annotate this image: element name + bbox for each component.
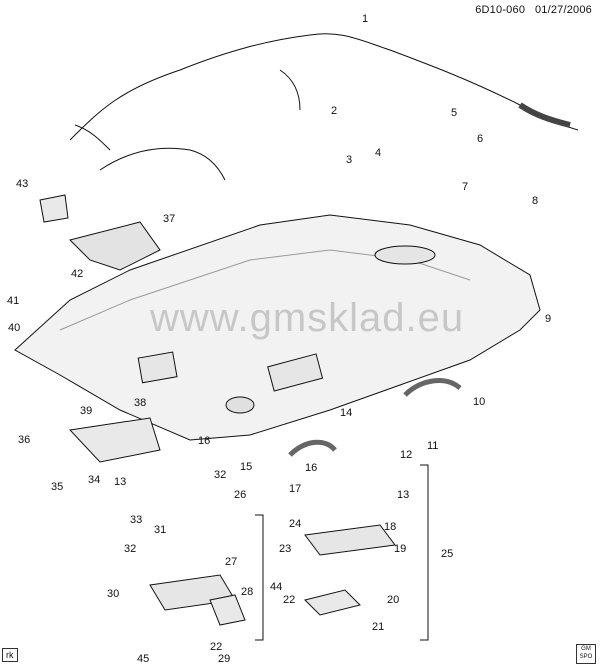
callout-36: 36 — [18, 434, 30, 446]
callout-42: 42 — [71, 268, 83, 280]
headliner-9 — [14, 214, 541, 441]
callout-27: 27 — [225, 556, 237, 568]
callout-31: 31 — [154, 524, 166, 536]
callout-7: 7 — [462, 181, 468, 193]
callout-19: 19 — [394, 543, 406, 555]
callout-32b: 32 — [124, 543, 136, 555]
callout-43: 43 — [16, 178, 28, 190]
callout-33: 33 — [130, 514, 142, 526]
callout-9: 9 — [545, 313, 551, 325]
doc-date: 01/27/2006 — [534, 4, 592, 16]
harness-branch-2 — [74, 124, 111, 151]
callout-2: 2 — [331, 105, 337, 117]
handle-14 — [288, 439, 337, 457]
callout-26: 26 — [234, 489, 246, 501]
callout-32a: 32 — [214, 469, 226, 481]
harness-1 — [69, 33, 579, 141]
callout-17: 17 — [289, 483, 301, 495]
callout-40: 40 — [8, 322, 20, 334]
callout-13b: 13 — [397, 489, 409, 501]
callout-35: 35 — [51, 481, 63, 493]
callout-14: 14 — [340, 407, 352, 419]
callout-4: 4 — [375, 147, 381, 159]
callout-16b: 16 — [305, 462, 317, 474]
handle-10 — [403, 378, 462, 397]
callout-11: 11 — [427, 440, 438, 452]
doc-code: 6D10-060 — [475, 4, 526, 16]
callout-22a: 22 — [283, 594, 295, 606]
callout-21: 21 — [372, 621, 384, 633]
callout-20: 20 — [387, 594, 399, 606]
callout-15: 15 — [240, 461, 252, 473]
callout-6: 6 — [477, 133, 483, 145]
callout-44: 44 — [270, 581, 282, 593]
callout-45: 45 — [137, 653, 149, 665]
callout-41: 41 — [7, 295, 19, 307]
diagram-header: 6D10-060 01/27/2006 — [475, 4, 592, 16]
lens-21 — [304, 589, 361, 616]
lens-28 — [209, 594, 246, 626]
callout-29: 29 — [218, 653, 230, 665]
console-18 — [304, 524, 396, 556]
callout-22b: 22 — [210, 641, 222, 653]
callout-39: 39 — [80, 405, 92, 417]
callout-10: 10 — [473, 396, 485, 408]
callout-28: 28 — [241, 586, 253, 598]
footer-tag: rk — [2, 648, 18, 662]
watermark-text: www.gmsklad.eu — [150, 296, 465, 340]
harness-branch — [99, 147, 226, 181]
callout-18: 18 — [384, 521, 396, 533]
callout-3: 3 — [346, 154, 352, 166]
callout-30: 30 — [107, 588, 119, 600]
harness-end — [518, 102, 571, 128]
callout-5: 5 — [451, 107, 457, 119]
harness-branch-3 — [279, 69, 301, 111]
callout-25: 25 — [441, 548, 453, 560]
bracket-37 — [69, 221, 161, 271]
callout-38: 38 — [134, 397, 146, 409]
callout-12: 12 — [400, 449, 412, 461]
callout-37: 37 — [163, 213, 175, 225]
callout-labels: 1 2 3 4 5 6 7 8 9 10 11 12 13 13 14 15 1… — [7, 13, 551, 665]
callout-1: 1 — [362, 13, 368, 25]
callout-24: 24 — [289, 518, 301, 530]
callout-34: 34 — [88, 474, 100, 486]
callout-8: 8 — [532, 195, 538, 207]
bracket-43 — [39, 194, 69, 223]
callout-23: 23 — [279, 543, 291, 555]
callout-16a: 16 — [198, 435, 210, 447]
callout-13a: 13 — [114, 476, 126, 488]
sunvisor-34 — [68, 417, 161, 463]
